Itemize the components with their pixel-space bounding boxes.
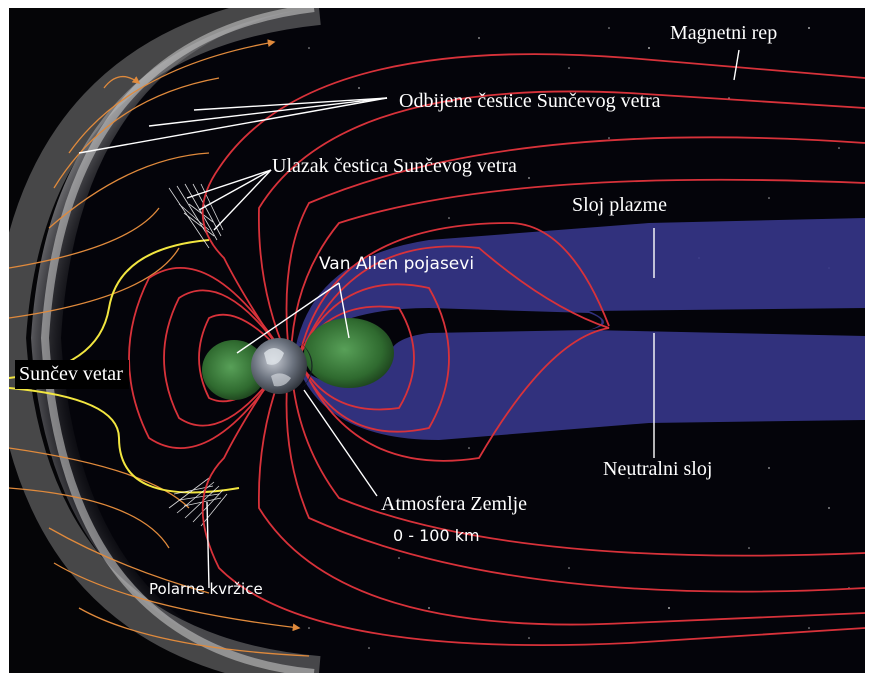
polar-cusps-label: Polarne kvržice — [149, 580, 263, 598]
atmosphere-range-label: 0 - 100 km — [393, 526, 480, 545]
atmosphere-label: Atmosfera Zemlje — [381, 493, 528, 515]
neutral-sheet-label: Neutralni sloj — [603, 458, 713, 480]
van-allen-belt-nightside — [304, 318, 394, 388]
van-allen-label: Van Allen pojasevi — [319, 254, 475, 274]
earth-icon — [251, 338, 313, 394]
solar-wind-region — [9, 8, 309, 673]
magnetosphere-diagram: Magnetni rep Odbijene čestice Sunčevog v… — [9, 8, 865, 673]
magnetic-tail-label: Magnetni rep — [670, 22, 778, 44]
cusp-hatching — [168, 183, 228, 527]
leader-lines — [78, 49, 740, 589]
solar-wind-lines — [9, 39, 310, 657]
magnetosphere-figure — [9, 8, 865, 673]
solar-wind-label: Sunčev vetar — [15, 360, 129, 389]
reflected-particles-label: Odbijene čestice Sunčevog vetra — [399, 90, 661, 112]
particle-entry-label: Ulazak čestica Sunčevog vetra — [272, 155, 517, 177]
van-allen-belt-dayside — [202, 340, 266, 400]
plasma-sheet-label: Sloj plazme — [572, 194, 667, 216]
